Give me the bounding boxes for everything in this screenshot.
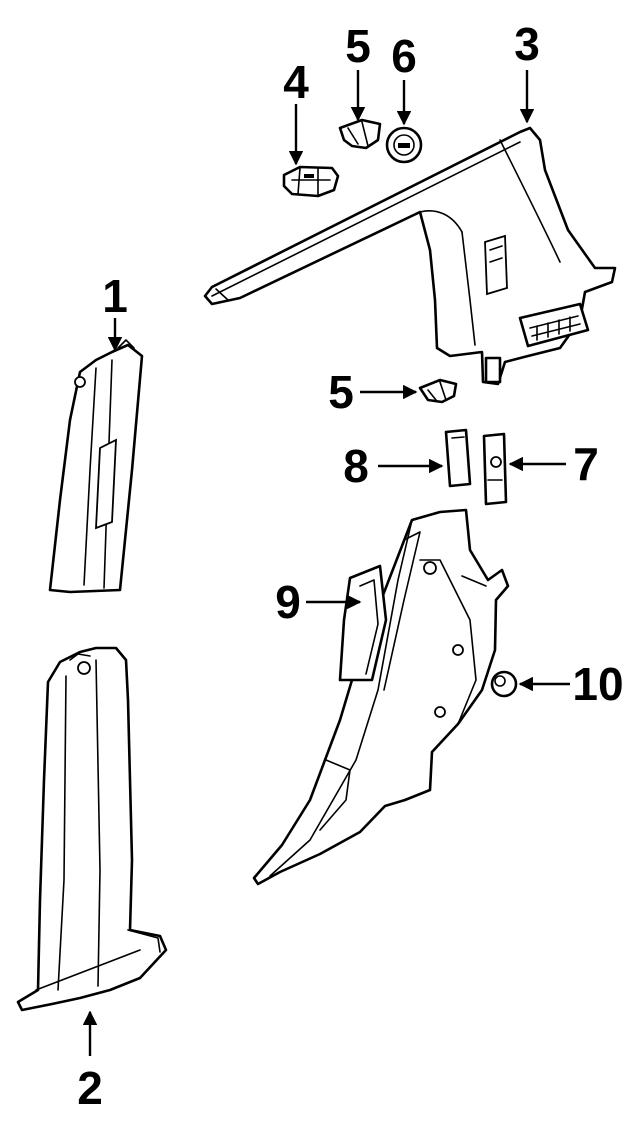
callout-1: 1 [102,270,128,322]
callout-6: 6 [391,30,417,82]
callout-7: 7 [573,438,599,490]
leader-arrows [82,70,570,1056]
part-9-lower-quarter-trim [252,508,510,886]
callout-5-upper: 5 [345,20,371,72]
callout-2: 2 [77,1062,103,1114]
part-5-retainer-upper [338,118,382,150]
part-5-retainer-lower [418,378,458,404]
part-4-clip [282,165,340,198]
part-7-bracket [482,432,508,506]
callout-8: 8 [343,440,369,492]
callout-4: 4 [283,56,309,108]
part-10-push-pin [490,670,518,698]
callout-labels: 1 2 3 4 5 5 6 7 8 9 10 [77,18,623,1114]
callout-5-lower: 5 [328,366,354,418]
part-6-plug [385,126,423,164]
callout-10: 10 [572,658,623,710]
part-8-pad [444,428,472,488]
part-2-lower-pillar-trim [16,646,168,1012]
callout-9: 9 [275,576,301,628]
part-1-upper-pillar-trim [48,339,144,594]
callout-3: 3 [514,18,540,70]
part-3-quarter-trim-panel [203,126,617,386]
